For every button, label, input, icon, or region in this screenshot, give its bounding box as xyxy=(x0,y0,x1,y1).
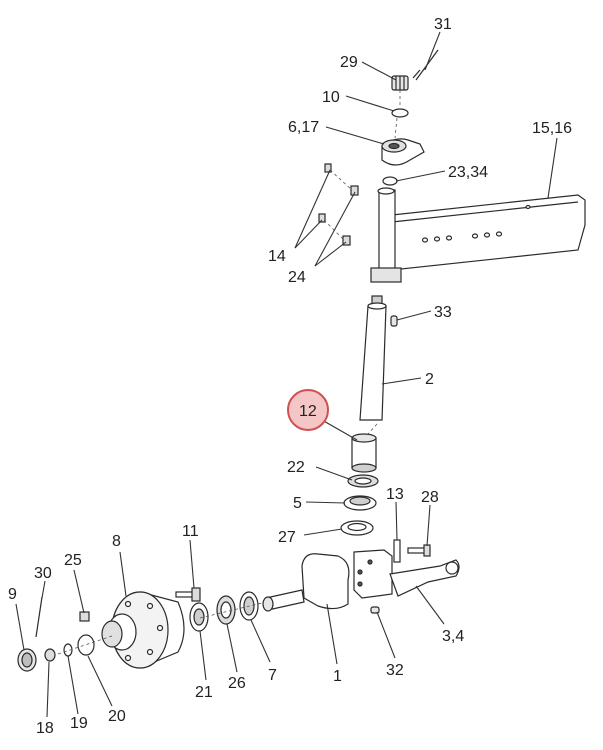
bearing-22 xyxy=(347,474,379,488)
race-5 xyxy=(343,495,377,511)
label-18[interactable]: 18 xyxy=(36,720,54,737)
o-ring-23-34 xyxy=(382,176,398,186)
axle-beam-15-16 xyxy=(391,194,586,271)
label-10[interactable]: 10 xyxy=(322,89,340,106)
label-25[interactable]: 25 xyxy=(64,552,82,569)
steering-knuckle-1 xyxy=(262,553,350,612)
label-3-4[interactable]: 3,4 xyxy=(442,628,464,645)
parts-drawing xyxy=(17,49,586,672)
label-11[interactable]: 11 xyxy=(182,523,199,540)
label-12[interactable]: 12 xyxy=(299,403,317,420)
steering-arm-3-4 xyxy=(353,539,460,599)
nut-18 xyxy=(44,648,56,662)
spindle-2 xyxy=(359,295,387,421)
label-27[interactable]: 27 xyxy=(278,529,296,546)
label-20[interactable]: 20 xyxy=(108,708,126,725)
bolt-28 xyxy=(407,544,431,557)
cotter-pin-30 xyxy=(35,596,43,638)
race-21 xyxy=(189,602,209,632)
highlight-circle-12[interactable] xyxy=(287,389,329,431)
grease-fittings-14-24 xyxy=(318,163,359,246)
seal-27 xyxy=(340,520,374,536)
label-8[interactable]: 8 xyxy=(112,533,121,550)
label-19[interactable]: 19 xyxy=(70,715,88,732)
part-labels: 31 29 10 6,17 15,16 23,34 14 24 33 2 12 … xyxy=(8,16,572,737)
label-9[interactable]: 9 xyxy=(8,586,17,603)
pin-33 xyxy=(390,315,398,327)
label-6-17[interactable]: 6,17 xyxy=(288,119,319,136)
washer-10 xyxy=(391,108,409,118)
label-33[interactable]: 33 xyxy=(434,304,452,321)
cotter-pin-31 xyxy=(412,49,439,81)
label-23-34[interactable]: 23,34 xyxy=(448,164,488,181)
label-29[interactable]: 29 xyxy=(340,54,358,71)
wheel-hub-8 xyxy=(101,591,185,669)
castle-nut-29 xyxy=(391,75,409,91)
dust-cap-9 xyxy=(17,648,37,672)
label-13[interactable]: 13 xyxy=(386,486,404,503)
label-15-16[interactable]: 15,16 xyxy=(532,120,572,137)
bushing-12 xyxy=(351,433,377,473)
pin-32 xyxy=(370,606,380,614)
grease-fitting-25 xyxy=(79,611,90,622)
washer-20 xyxy=(77,634,95,656)
label-7[interactable]: 7 xyxy=(268,667,277,684)
steering-arm-6-17 xyxy=(381,138,425,166)
label-21[interactable]: 21 xyxy=(195,684,213,701)
kingpin-housing xyxy=(370,187,402,283)
label-14[interactable]: 14 xyxy=(268,248,286,265)
label-30[interactable]: 30 xyxy=(34,565,52,582)
leader-lines xyxy=(15,31,558,718)
label-32[interactable]: 32 xyxy=(386,662,404,679)
label-28[interactable]: 28 xyxy=(421,489,439,506)
label-1[interactable]: 1 xyxy=(333,668,342,685)
label-2[interactable]: 2 xyxy=(425,371,434,388)
label-31[interactable]: 31 xyxy=(434,16,452,33)
label-24[interactable]: 24 xyxy=(288,269,306,286)
label-5[interactable]: 5 xyxy=(293,495,302,512)
wheel-bolt-11 xyxy=(175,587,201,602)
label-22[interactable]: 22 xyxy=(287,459,305,476)
label-26[interactable]: 26 xyxy=(228,675,246,692)
bearing-26 xyxy=(216,595,236,625)
